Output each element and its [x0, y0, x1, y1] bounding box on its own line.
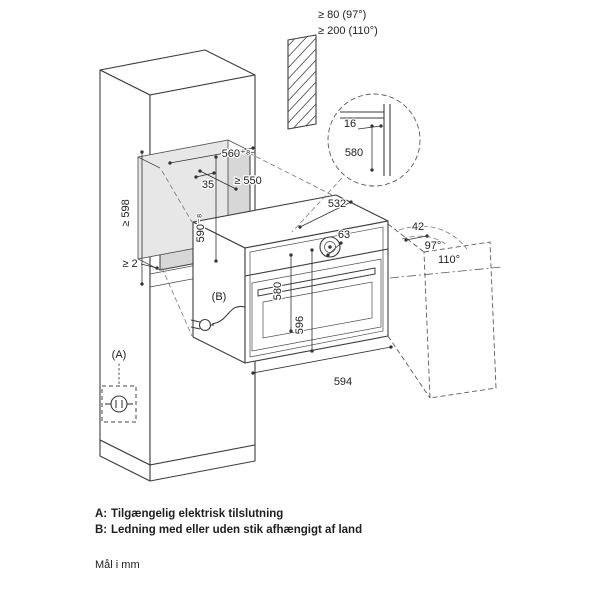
dim-appliance-width-label: 594 [334, 376, 352, 388]
legend: A: Tilgængelig elektrisk tilslutning B: … [94, 507, 364, 573]
open-door-swing-line [387, 335, 431, 399]
wall-section: ≥ 80 (97°) ≥ 200 (110°) [287, 8, 379, 130]
dim-line-appliance-width [251, 345, 393, 375]
dimension-lines [140, 146, 429, 375]
projection-line [248, 152, 335, 197]
door-axis-line [389, 266, 503, 279]
detail-callout: 16 580 [291, 93, 421, 233]
dim-door-angle-110-label: 110° [438, 254, 460, 266]
dim-line-door-clearance [404, 234, 429, 242]
plug-icon [198, 318, 212, 332]
callout-a-label: (A) [112, 349, 127, 361]
legend-a-text: Tilgængelig elektrisk tilslutning [111, 508, 283, 520]
dim-niche-height-label: 590⁻⁸ [195, 214, 207, 243]
dim-front-inset-label: 35 [202, 179, 214, 191]
callout-b-label: (B) [212, 291, 227, 303]
plug-pin [190, 319, 201, 323]
dim-line-front-inset [194, 171, 216, 179]
dim-niche-width-label: 560⁺⁸ [222, 148, 251, 160]
oven-control-strip-line [244, 248, 389, 277]
dim-line-bottom-gap [140, 263, 159, 270]
projection-line [161, 267, 193, 337]
units-note: Mål i mm [95, 559, 140, 571]
oven-door-outline [251, 258, 382, 352]
plug-pin [190, 326, 201, 330]
oven-door-handle [257, 267, 376, 297]
power-cord: (B) [190, 290, 246, 332]
open-door [387, 223, 503, 399]
outlet-box [101, 385, 137, 423]
wall-clearance-97-label: ≥ 80 (97°) [318, 9, 366, 21]
power-cable [211, 305, 246, 325]
outlet-callout: (A) [101, 348, 137, 423]
open-door-outline [423, 241, 497, 399]
detail-16-leader [357, 124, 383, 130]
dim-line-niche-width [168, 146, 255, 165]
oven-door-glass [262, 281, 373, 339]
dim-panel-offset-label: 63 [338, 229, 350, 241]
dim-line-appliance-depth [298, 200, 353, 229]
detail-thickness-label: 16 [344, 118, 356, 130]
legend-a-prefix: A: [95, 508, 107, 520]
legend-b-text: Ledning med eller uden stik afhængigt af… [111, 524, 362, 536]
wall-hatch [288, 35, 316, 129]
legend-b-prefix: B: [95, 524, 107, 536]
dim-appliance-height-label: 580 [272, 282, 284, 300]
detail-circle [327, 93, 421, 187]
oven-control-knob-center [328, 245, 332, 249]
door-arc-110 [398, 225, 468, 250]
dim-appliance-depth-label: 532 [328, 198, 346, 210]
dim-surround-height-label: ≥ 598 [120, 199, 132, 226]
dim-niche-depth-label: ≥ 550 [234, 175, 261, 187]
dim-door-clearance-label: 42 [412, 221, 424, 233]
oven-front-frame [249, 226, 384, 358]
cabinet-plinth-left [99, 439, 151, 482]
wall-clearance-110-label: ≥ 200 (110°) [318, 25, 378, 37]
detail-height-label: 580 [345, 147, 363, 159]
projection-line [161, 170, 193, 223]
dim-line-panel-offset [326, 241, 343, 257]
oven [192, 194, 389, 364]
dim-door-angle-97-label: 97° [425, 240, 442, 252]
wall-outline [287, 34, 317, 130]
dim-bottom-gap-label: ≥ 2 [122, 258, 137, 270]
dimension-labels: 560⁺⁸ ≥ 550 35 ≥ 598 590⁻⁸ ≥ 2 532 63 42… [119, 147, 461, 390]
dim-appliance-height-total-label: 596 [294, 316, 306, 334]
